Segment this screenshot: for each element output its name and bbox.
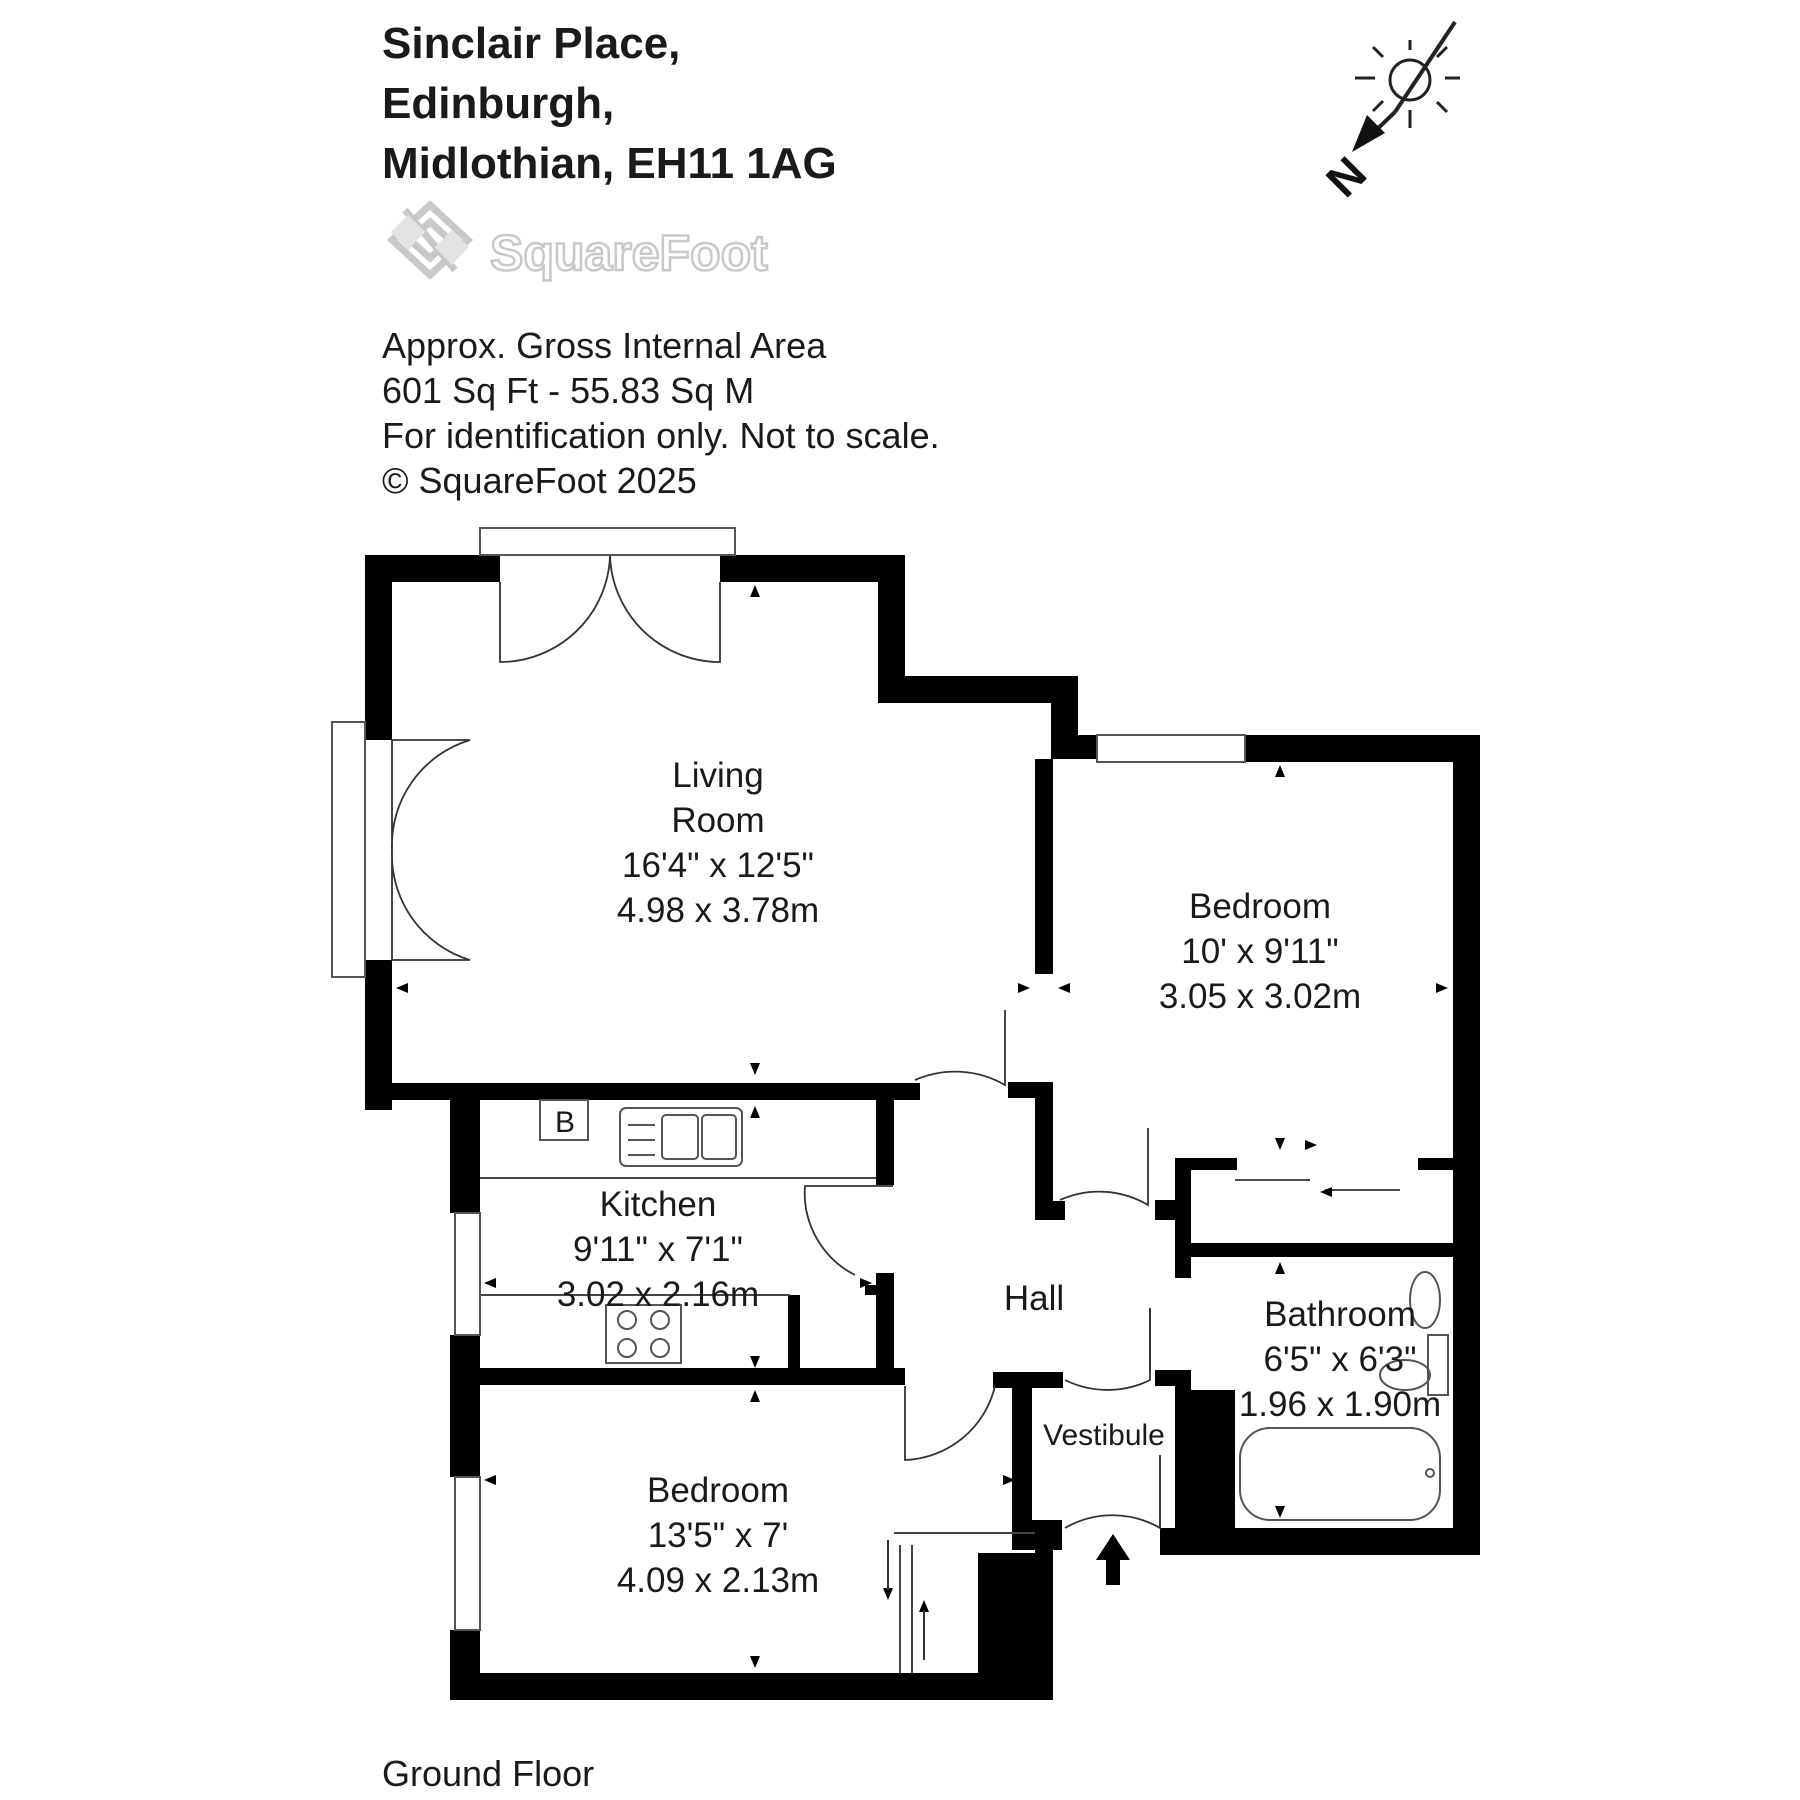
walls: [365, 555, 1480, 1700]
toilet-icon: [1427, 1334, 1449, 1396]
boiler-label: B: [555, 1106, 575, 1139]
address-block: Sinclair Place, Edinburgh, Midlothian, E…: [382, 19, 837, 188]
bedroom-right-name: Bedroom: [1189, 887, 1331, 926]
area-info-line-4: © SquareFoot 2025: [382, 460, 697, 501]
compass-north-label: N: [1316, 147, 1376, 207]
brand-logo: SquareFoot: [386, 200, 769, 282]
area-info: Approx. Gross Internal Area 601 Sq Ft - …: [382, 325, 940, 501]
area-info-line-2: 601 Sq Ft - 55.83 Sq M: [382, 370, 754, 411]
bedroom-right-metric: 3.05 x 3.02m: [1159, 977, 1361, 1016]
room-bathroom: Bathroom 6'5" x 6'3" 1.96 x 1.90m: [1239, 1295, 1441, 1424]
sink-icon: [619, 1107, 743, 1167]
bedroom-bottom-name: Bedroom: [647, 1471, 789, 1510]
bath-icon: [1239, 1427, 1441, 1521]
address-line-2: Edinburgh,: [382, 79, 614, 128]
squarefoot-diamond-logo-icon: [386, 200, 474, 280]
bedroom-bottom-metric: 4.09 x 2.13m: [617, 1561, 819, 1600]
bathroom-name: Bathroom: [1264, 1295, 1416, 1334]
address-line-1: Sinclair Place,: [382, 19, 680, 68]
hall-name: Hall: [1004, 1279, 1064, 1318]
brand-name: SquareFoot: [490, 225, 768, 281]
area-info-line-1: Approx. Gross Internal Area: [382, 325, 827, 366]
windows: [331, 527, 1246, 1631]
living-room-name-1: Living: [672, 756, 763, 795]
room-hall: Hall: [1004, 1279, 1064, 1318]
hob-icon: [605, 1304, 682, 1364]
room-bedroom-right: Bedroom 10' x 9'11" 3.05 x 3.02m: [1159, 887, 1361, 1016]
bathroom-imperial: 6'5" x 6'3": [1263, 1340, 1416, 1379]
room-kitchen: Kitchen 9'11" x 7'1" 3.02 x 2.16m: [557, 1185, 759, 1314]
bathroom-metric: 1.96 x 1.90m: [1239, 1385, 1441, 1424]
living-room-metric: 4.98 x 3.78m: [617, 891, 819, 930]
kitchen-metric: 3.02 x 2.16m: [557, 1275, 759, 1314]
room-bedroom-bottom: Bedroom 13'5" x 7' 4.09 x 2.13m: [617, 1471, 819, 1600]
room-vestibule: Vestibule: [1043, 1419, 1165, 1452]
bedroom-right-imperial: 10' x 9'11": [1181, 932, 1338, 971]
kitchen-name: Kitchen: [600, 1185, 717, 1224]
partitions: [480, 1177, 1035, 1673]
living-room-imperial: 16'4" x 12'5": [622, 846, 814, 885]
kitchen-imperial: 9'11" x 7'1": [573, 1230, 743, 1269]
sun-icon: [1355, 40, 1460, 128]
basin-icon: [1409, 1271, 1441, 1329]
bathroom-fixtures: [1239, 1271, 1449, 1521]
floor-label: Ground Floor: [382, 1753, 594, 1794]
living-room-name-2: Room: [671, 801, 764, 840]
address-line-3: Midlothian, EH11 1AG: [382, 139, 837, 188]
area-info-line-3: For identification only. Not to scale.: [382, 415, 940, 456]
dimension-arrows: [396, 585, 1448, 1668]
compass: N: [1316, 20, 1460, 207]
kitchen-fixtures: B: [539, 1099, 743, 1364]
entrance-arrow-icon: [1096, 1534, 1130, 1585]
vestibule-name: Vestibule: [1043, 1419, 1165, 1452]
north-arrow-icon: [1352, 20, 1457, 152]
boiler-box: [539, 1099, 589, 1141]
bedroom-bottom-imperial: 13'5" x 7': [648, 1516, 789, 1555]
doors: [391, 555, 1400, 1530]
room-living: Living Room 16'4" x 12'5" 4.98 x 3.78m: [617, 756, 819, 930]
